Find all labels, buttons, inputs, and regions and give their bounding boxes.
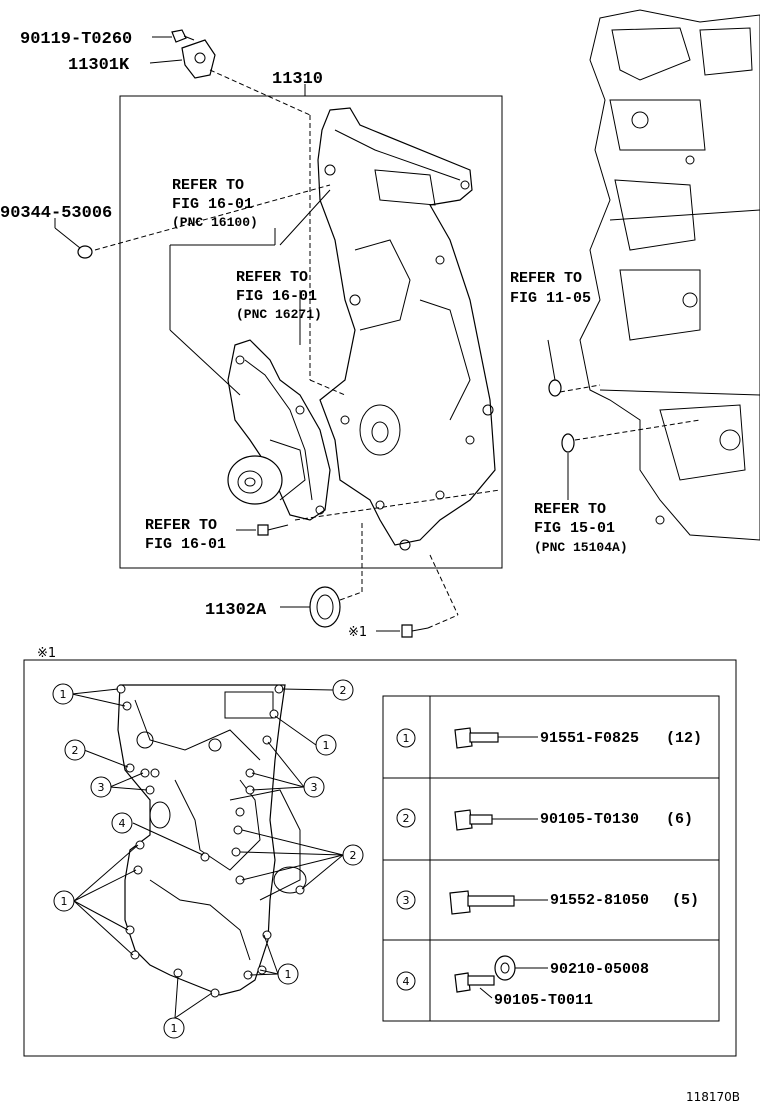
bolt-holes bbox=[116, 684, 305, 998]
row-3-number: 3 bbox=[403, 894, 410, 907]
ref-b-line2: FIG 16-01 bbox=[236, 288, 317, 305]
row-2-qty: (6) bbox=[666, 811, 693, 828]
row-4-number: 4 bbox=[403, 975, 410, 988]
callout-4a: 4 bbox=[111, 812, 133, 834]
svg-text:2: 2 bbox=[350, 849, 357, 862]
svg-text:1: 1 bbox=[323, 739, 330, 752]
svg-text:1: 1 bbox=[285, 968, 292, 981]
ref-d-line2: FIG 15-01 bbox=[534, 520, 615, 537]
ref-a-line2: FIG 16-01 bbox=[172, 196, 253, 213]
table-row: 3 91552-81050 (5) bbox=[396, 890, 699, 915]
label-11301K: 11301K bbox=[68, 56, 130, 75]
table-row: 2 90105-T0130 (6) bbox=[396, 808, 693, 831]
water-pump-illustration bbox=[227, 339, 331, 521]
row-3-part: 91552-81050 bbox=[550, 892, 649, 909]
callout-leaders bbox=[71, 688, 344, 1019]
ref-d-line3: (PNC 15104A) bbox=[534, 540, 628, 555]
bolt-fig16 bbox=[257, 524, 289, 536]
ref-a-line1: REFER TO bbox=[172, 177, 244, 194]
row-1-qty: (12) bbox=[666, 730, 702, 747]
bolt-table bbox=[382, 695, 720, 1022]
label-11310: 11310 bbox=[272, 70, 323, 89]
oring-fig15 bbox=[561, 433, 575, 453]
timing-chain-cover bbox=[317, 107, 496, 551]
row-2-number: 2 bbox=[403, 812, 410, 825]
callout-2b: 2 bbox=[64, 739, 86, 761]
bolt-star1 bbox=[401, 624, 429, 638]
oil-seal-11302A bbox=[309, 586, 341, 628]
ref-b-line3: (PNC 16271) bbox=[236, 307, 322, 322]
svg-text:3: 3 bbox=[311, 781, 318, 794]
svg-text:1: 1 bbox=[61, 895, 68, 908]
ref-a-line3: (PNC 16100) bbox=[172, 215, 258, 230]
ref-c-line1: REFER TO bbox=[510, 270, 582, 287]
callout-circles: 1 2 1 2 3 3 4 2 1 1 1 bbox=[52, 679, 364, 1039]
table-row: 1 91551-F0825 (12) bbox=[396, 727, 702, 749]
callout-1c: 1 bbox=[53, 890, 75, 912]
star-note: ※1 bbox=[348, 625, 367, 640]
callout-2a: 2 bbox=[332, 679, 354, 701]
callout-2c: 2 bbox=[342, 844, 364, 866]
assembly-frame bbox=[119, 95, 503, 569]
detail-frame bbox=[23, 659, 737, 1057]
plug-90344 bbox=[77, 245, 93, 259]
cam-sensor-11301K bbox=[181, 39, 216, 79]
ref-e-line2: FIG 16-01 bbox=[145, 536, 226, 553]
row-3-qty: (5) bbox=[672, 892, 699, 909]
label-90344: 90344-53006 bbox=[0, 204, 112, 223]
svg-text:1: 1 bbox=[60, 688, 67, 701]
bolt-90119 bbox=[171, 29, 195, 43]
svg-text:3: 3 bbox=[98, 781, 105, 794]
table-row: 4 90210-05008 90105-T0011 bbox=[396, 955, 649, 1009]
oring-fig11 bbox=[548, 379, 562, 397]
row-2-part: 90105-T0130 bbox=[540, 811, 639, 828]
detail-star-label: ※1 bbox=[37, 646, 56, 661]
svg-text:2: 2 bbox=[72, 744, 79, 757]
callout-1e: 1 bbox=[163, 1017, 185, 1039]
label-11302A: 11302A bbox=[205, 601, 267, 620]
ref-d-line1: REFER TO bbox=[534, 501, 606, 518]
ref-b-line1: REFER TO bbox=[236, 269, 308, 286]
callout-1d: 1 bbox=[277, 963, 299, 985]
callout-1b: 1 bbox=[315, 734, 337, 756]
leader-lines bbox=[54, 36, 701, 632]
label-90119: 90119-T0260 bbox=[20, 30, 132, 49]
row-1-number: 1 bbox=[403, 732, 410, 745]
callout-3a: 3 bbox=[90, 776, 112, 798]
ref-c-line2: FIG 11-05 bbox=[510, 290, 591, 307]
svg-text:2: 2 bbox=[340, 684, 347, 697]
row-4-part: 90210-05008 bbox=[550, 961, 649, 978]
cover-bolt-pattern-illustration bbox=[117, 684, 307, 996]
row-4-part2: 90105-T0011 bbox=[494, 992, 593, 1009]
row-1-part: 91551-F0825 bbox=[540, 730, 639, 747]
ref-e-line1: REFER TO bbox=[145, 517, 217, 534]
engine-block-illustration bbox=[579, 9, 760, 541]
callout-1a: 1 bbox=[52, 683, 74, 705]
svg-text:1: 1 bbox=[171, 1022, 178, 1035]
callout-3b: 3 bbox=[303, 776, 325, 798]
svg-text:4: 4 bbox=[119, 817, 126, 830]
figure-id: 118170B bbox=[686, 1090, 740, 1104]
